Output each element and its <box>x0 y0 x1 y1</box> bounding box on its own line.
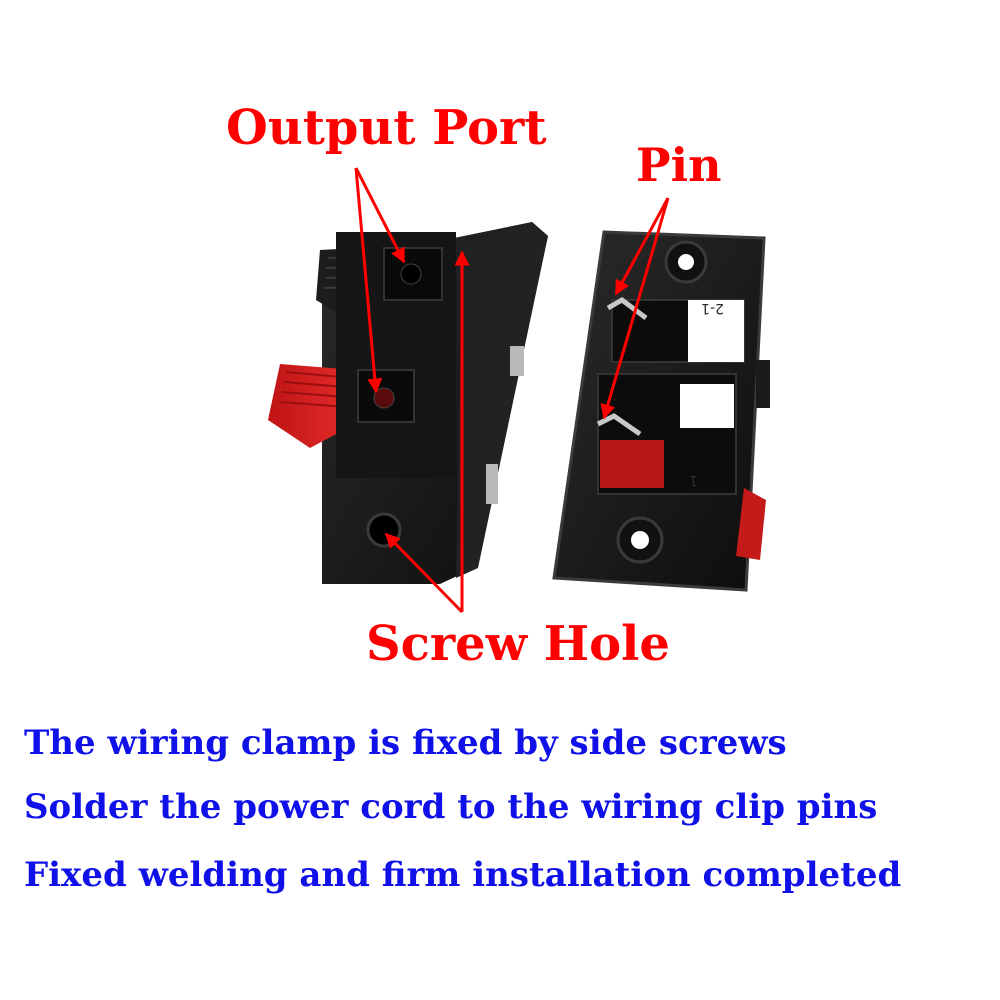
marking-bottom: 1 <box>689 472 698 488</box>
caption-line-3: Fixed welding and firm installation comp… <box>24 855 902 895</box>
arrow-pin-bottom <box>600 197 670 420</box>
annotation-arrows <box>354 167 670 614</box>
terminal-back-view: 2-1 1 <box>552 230 770 592</box>
label-pin: Pin <box>636 138 722 192</box>
pin-left-1 <box>510 346 524 376</box>
pin-left-2 <box>486 464 498 504</box>
label-screw-hole: Screw Hole <box>366 616 670 672</box>
marking-top: 2-1 <box>701 300 724 316</box>
side-lever-black <box>756 360 770 408</box>
side-flange <box>456 222 548 578</box>
side-lever-red <box>736 488 766 560</box>
product-illustration: 2-1 1 <box>268 167 770 614</box>
arrow-output-top <box>354 167 406 264</box>
output-port-top <box>383 247 443 301</box>
caption-line-1: The wiring clamp is fixed by side screws <box>24 723 787 763</box>
arrow-screw-left <box>384 532 464 614</box>
label-output-port: Output Port <box>226 100 547 156</box>
red-clip-inside <box>600 440 664 488</box>
arrow-output-bottom <box>354 167 383 394</box>
caption-line-2: Solder the power cord to the wiring clip… <box>24 787 878 827</box>
pin-right-1 <box>606 297 648 320</box>
terminal-front-view <box>268 222 548 584</box>
screw-hole-left <box>366 512 402 548</box>
arrow-pin-top <box>614 197 670 296</box>
